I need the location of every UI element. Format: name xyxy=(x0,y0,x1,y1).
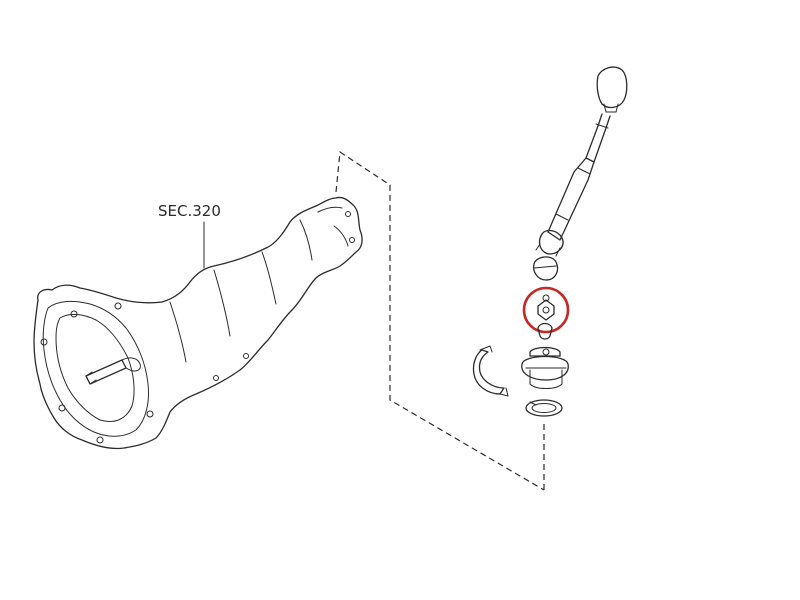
lever-sleeve xyxy=(547,157,595,241)
section-reference-label: SEC.320 xyxy=(158,202,221,220)
highlighted-part xyxy=(522,286,570,334)
lever-seat xyxy=(521,346,569,389)
snap-ring xyxy=(525,399,563,417)
shift-knob xyxy=(596,66,628,109)
clip-part xyxy=(537,322,553,340)
lever-bushing xyxy=(532,256,559,281)
section-reference: SEC.320 xyxy=(158,202,221,269)
small-nut xyxy=(537,299,555,321)
dashed-connection-line xyxy=(335,150,545,491)
lever-joint xyxy=(538,229,564,255)
retaining-spring xyxy=(472,345,509,397)
phantom-lines xyxy=(335,150,545,491)
shift-lever xyxy=(535,66,628,257)
highlight-circle xyxy=(522,286,570,334)
transmission-housing xyxy=(33,196,363,450)
